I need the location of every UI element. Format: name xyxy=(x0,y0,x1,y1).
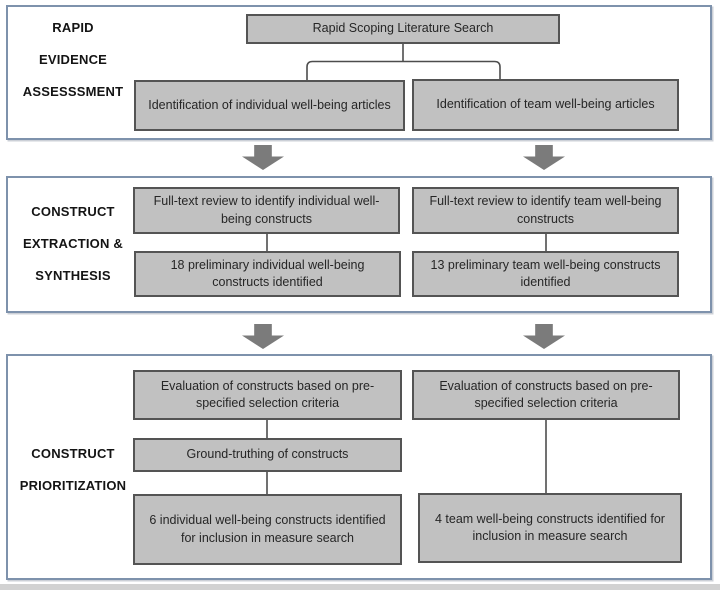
section-label-line: EVIDENCE xyxy=(38,52,108,67)
flow-box-ground-truthing: Ground-truthing of constructs xyxy=(133,438,402,472)
section-label-line: CONSTRUCT xyxy=(31,204,115,219)
flow-box-6-individual-constructs: 6 individual well-being constructs ident… xyxy=(133,494,402,565)
section-label-line: EXTRACTION & xyxy=(23,236,123,251)
section-label-line: SYNTHESIS xyxy=(35,268,111,283)
flow-box-13-preliminary-team: 13 preliminary team well-being construct… xyxy=(412,251,679,297)
flow-box-rapid-scoping-search: Rapid Scoping Literature Search xyxy=(246,14,560,44)
bottom-edge-strip xyxy=(0,584,720,590)
flow-box-evaluation-team: Evaluation of constructs based on pre-sp… xyxy=(412,370,680,420)
section-label-line: PRIORITIZATION xyxy=(19,478,127,493)
section-label-construct-prioritization: CONSTRUCT PRIORITIZATION xyxy=(8,446,138,510)
section-construct-extraction-synthesis xyxy=(6,176,712,313)
flow-box-fulltext-review-team: Full-text review to identify team well-b… xyxy=(412,187,679,234)
section-label-line: RAPID xyxy=(52,20,94,35)
section-label-line: ASSESSSMENT xyxy=(22,84,124,99)
section-label-rapid-evidence-assessment: RAPID EVIDENCE ASSESSSMENT xyxy=(8,20,138,116)
flow-box-identification-team-articles: Identification of team well-being articl… xyxy=(412,79,679,131)
section-construct-prioritization xyxy=(6,354,712,580)
section-label-line: CONSTRUCT xyxy=(31,446,115,461)
section-label-construct-extraction-synthesis: CONSTRUCT EXTRACTION & SYNTHESIS xyxy=(8,204,138,300)
flow-box-4-team-constructs: 4 team well-being constructs identified … xyxy=(418,493,682,563)
flow-box-identification-individual-articles: Identification of individual well-being … xyxy=(134,80,405,131)
flow-box-evaluation-individual: Evaluation of constructs based on pre-sp… xyxy=(133,370,402,420)
flow-box-18-preliminary-individual: 18 preliminary individual well-being con… xyxy=(134,251,401,297)
flow-box-fulltext-review-individual: Full-text review to identify individual … xyxy=(133,187,400,234)
section-rapid-evidence-assessment xyxy=(6,5,712,140)
